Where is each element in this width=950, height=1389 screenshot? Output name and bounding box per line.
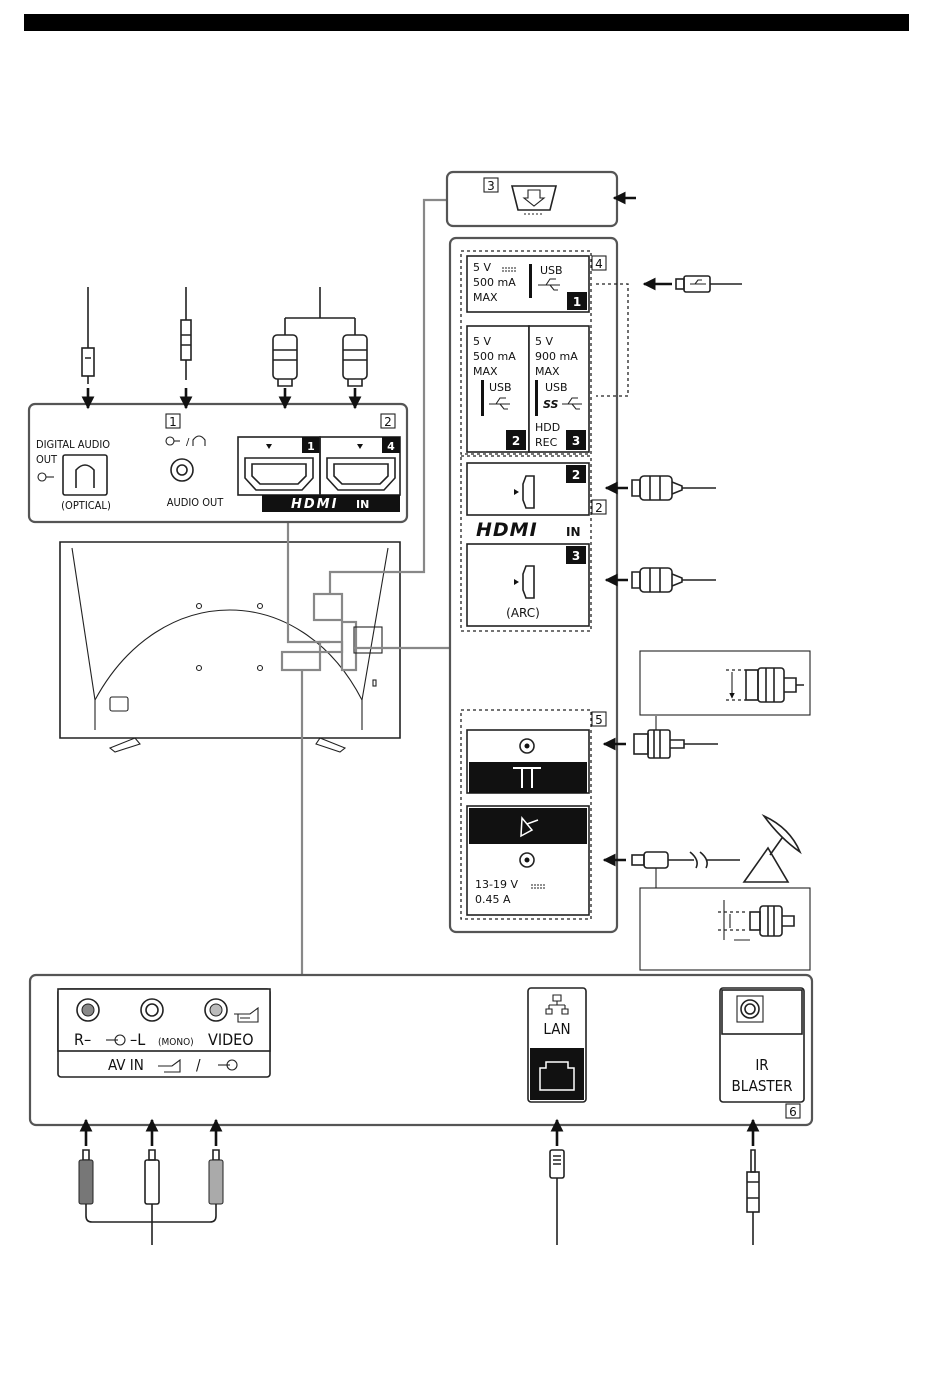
usb3-label: USB (545, 381, 568, 394)
usb2-number: 2 (512, 434, 520, 448)
header-bar (24, 14, 909, 31)
callout-5: 5 (595, 713, 603, 727)
routing-lines (288, 200, 450, 975)
side-hdmi-logo: HDMI (476, 519, 538, 541)
satellite-dish-icon (744, 816, 800, 882)
side-hdmi-2-number: 2 (572, 468, 580, 482)
usb2-max: MAX (473, 365, 498, 378)
audio-out-label: AUDIO OUT (167, 496, 225, 509)
hdmi-port-4-number: 4 (387, 440, 395, 453)
right-connector-panel: 4 5 V 500 mA MAX USB 1 5 V 500 mA MAX US… (450, 238, 810, 970)
usb2-voltage: 5 V (473, 335, 491, 348)
callout-3: 3 (487, 179, 495, 193)
hdmi-port-1-number: 1 (307, 440, 315, 453)
side-hdmi-in: IN (566, 525, 581, 539)
callout-1: 1 (169, 415, 177, 429)
callout-2: 2 (384, 415, 392, 429)
usb3-voltage: 5 V (535, 335, 553, 348)
digital-audio-out-label: OUT (36, 453, 58, 466)
usb-port-2 (481, 380, 484, 416)
hdmi-logo: HDMI (291, 497, 338, 512)
sat-current: 0.45 A (475, 893, 511, 906)
bottom-connector-panel: R– –L (MONO) VIDEO AV IN / LAN IR BLASTE… (30, 975, 812, 1125)
usb3-current: 900 mA (535, 350, 578, 363)
usb-port-1 (529, 264, 532, 298)
video-label: VIDEO (208, 1030, 254, 1049)
usb3-superspeed: SS (543, 398, 559, 411)
digital-audio-label: DIGITAL AUDIO (36, 438, 110, 451)
usb1-number: 1 (573, 295, 581, 309)
av-in-slash: / (196, 1056, 201, 1074)
usb-port-3 (535, 380, 538, 416)
usb1-label: USB (540, 264, 563, 277)
usb1-max: MAX (473, 291, 498, 304)
ir-label: IR (755, 1056, 768, 1074)
av-in-label: AV IN (108, 1056, 144, 1074)
usb3-hdd: HDD (535, 421, 560, 434)
usb3-number: 3 (572, 434, 580, 448)
optical-label: (OPTICAL) (61, 499, 111, 512)
tv-back (60, 542, 400, 752)
side-hdmi-3-number: 3 (572, 549, 580, 563)
usb1-current: 500 mA (473, 276, 516, 289)
usb3-rec: REC (535, 436, 558, 449)
usb3-max: MAX (535, 365, 560, 378)
lan-label: LAN (543, 1020, 570, 1038)
hdmi-in-label: IN (356, 498, 369, 511)
hdmi-plug (640, 568, 672, 592)
callout-4: 4 (595, 257, 603, 271)
callout-2-side: 2 (595, 501, 603, 515)
blaster-label: BLASTER (731, 1077, 792, 1095)
mono-label: (MONO) (158, 1037, 194, 1048)
satellite-plug-detail (640, 888, 810, 970)
bottom-cables (79, 1120, 759, 1245)
sat-voltage: 13-19 V (475, 878, 518, 891)
l-label: –L (130, 1030, 145, 1049)
r-label: R– (74, 1030, 91, 1049)
usb2-current: 500 mA (473, 350, 516, 363)
arc-label: (ARC) (506, 606, 540, 620)
service-port-panel: 3 (447, 172, 636, 226)
left-connector-panel: 1 2 DIGITAL AUDIO OUT (OPTICAL) / AUDIO … (29, 287, 407, 522)
usb1-voltage: 5 V (473, 261, 491, 274)
callout-6: 6 (789, 1105, 797, 1119)
hdmi-plug (640, 476, 672, 500)
usb2-label: USB (489, 381, 512, 394)
